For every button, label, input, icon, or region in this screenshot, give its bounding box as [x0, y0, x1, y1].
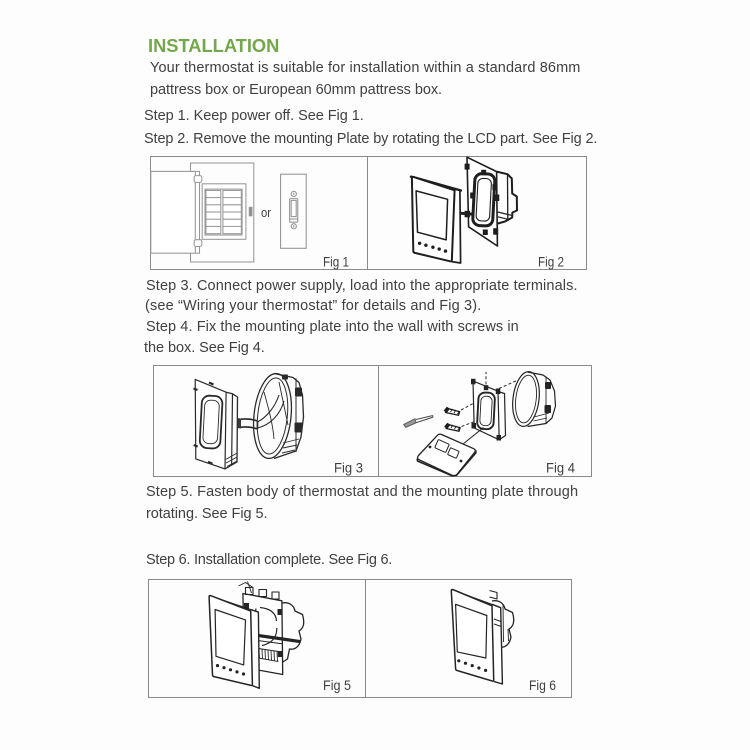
svg-text:Fig 4: Fig 4 — [546, 459, 575, 475]
svg-text:Fig 2: Fig 2 — [538, 254, 564, 270]
svg-text:Fig 5: Fig 5 — [323, 677, 351, 693]
svg-text:Fig 3: Fig 3 — [334, 459, 363, 475]
svg-text:Fig 1: Fig 1 — [323, 254, 349, 270]
svg-text:Fig 6: Fig 6 — [529, 677, 556, 693]
svg-text:or: or — [261, 205, 272, 220]
